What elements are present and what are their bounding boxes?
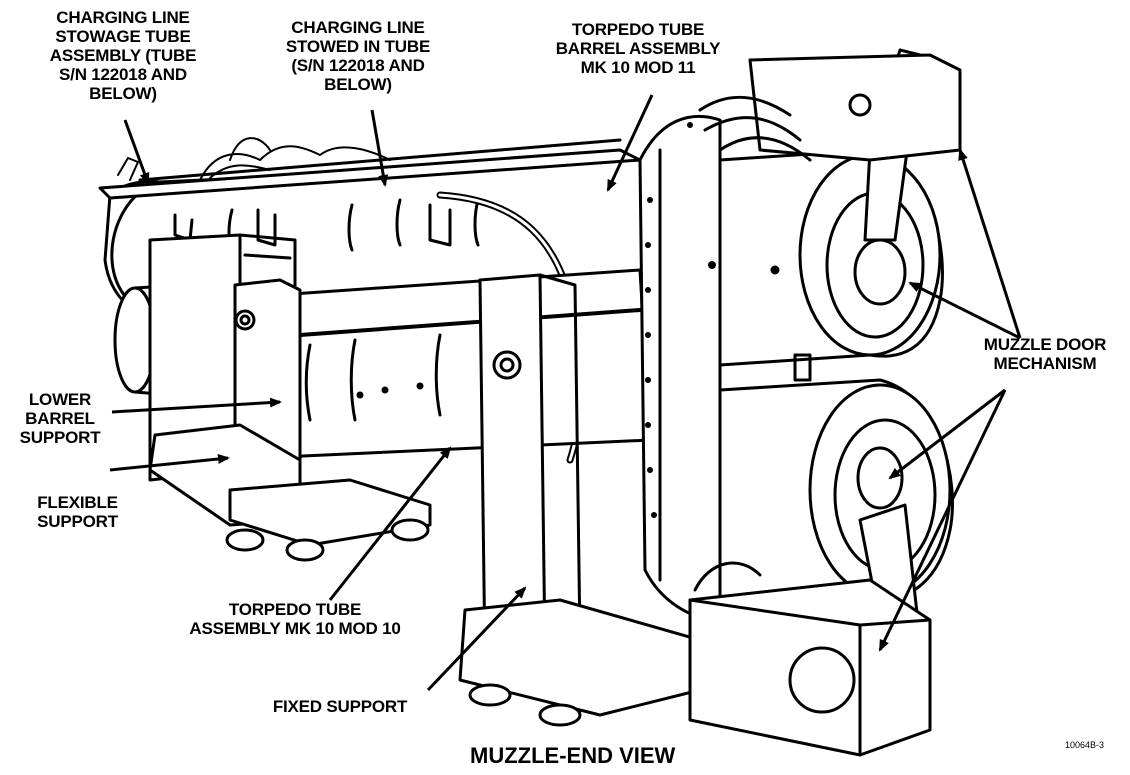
lower-muzzle-cylinder [718,378,954,652]
label-muzzle-door-mechanism: MUZZLE DOOR MECHANISM [983,335,1107,373]
cable-bundle [117,137,391,181]
muzzle-door-gearbox [688,561,932,757]
arrow-charging-line-stowed [370,109,389,187]
label-charging-line-stowage: CHARGING LINE STOWAGE TUBE ASSEMBLY (TUB… [49,8,197,103]
arrow-muzzle-door-gearbox [878,389,1007,652]
arrow-charging-line-stowage [123,119,150,185]
flexible-support-structure [148,233,432,562]
label-charging-line-stowed: CHARGING LINE STOWED IN TUBE (S/N 122018… [285,18,431,94]
bulkhead-flange [638,114,722,622]
arrow-lower-barrel-support [111,397,282,414]
figure-id: 10064B-3 [1065,740,1105,750]
arrow-muzzle-door-top [958,148,1022,339]
arrow-tube-assembly-mk10 [328,446,452,601]
label-torpedo-tube-assembly-mk10: TORPEDO TUBE ASSEMBLY MK 10 MOD 10 [189,600,401,638]
upper-muzzle-cylinder [708,148,944,382]
label-barrel-assembly: TORPEDO TUBE BARREL ASSEMBLY MK 10 MOD 1… [555,20,721,77]
arrow-muzzle-door-lower [888,388,1006,480]
figure-caption: MUZZLE-END VIEW [470,743,676,768]
arrow-fixed-support [426,586,527,692]
arrow-barrel-assembly [606,94,654,192]
arrow-muzzle-door-upper [908,281,1021,340]
label-lower-barrel-support: LOWER BARREL SUPPORT [19,390,101,447]
label-flexible-support: FLEXIBLE SUPPORT [37,493,118,531]
label-fixed-support: FIXED SUPPORT [272,697,408,716]
fixed-support-structure [458,273,702,727]
leader-arrows [109,94,1022,692]
arrow-flexible-support [109,454,230,472]
